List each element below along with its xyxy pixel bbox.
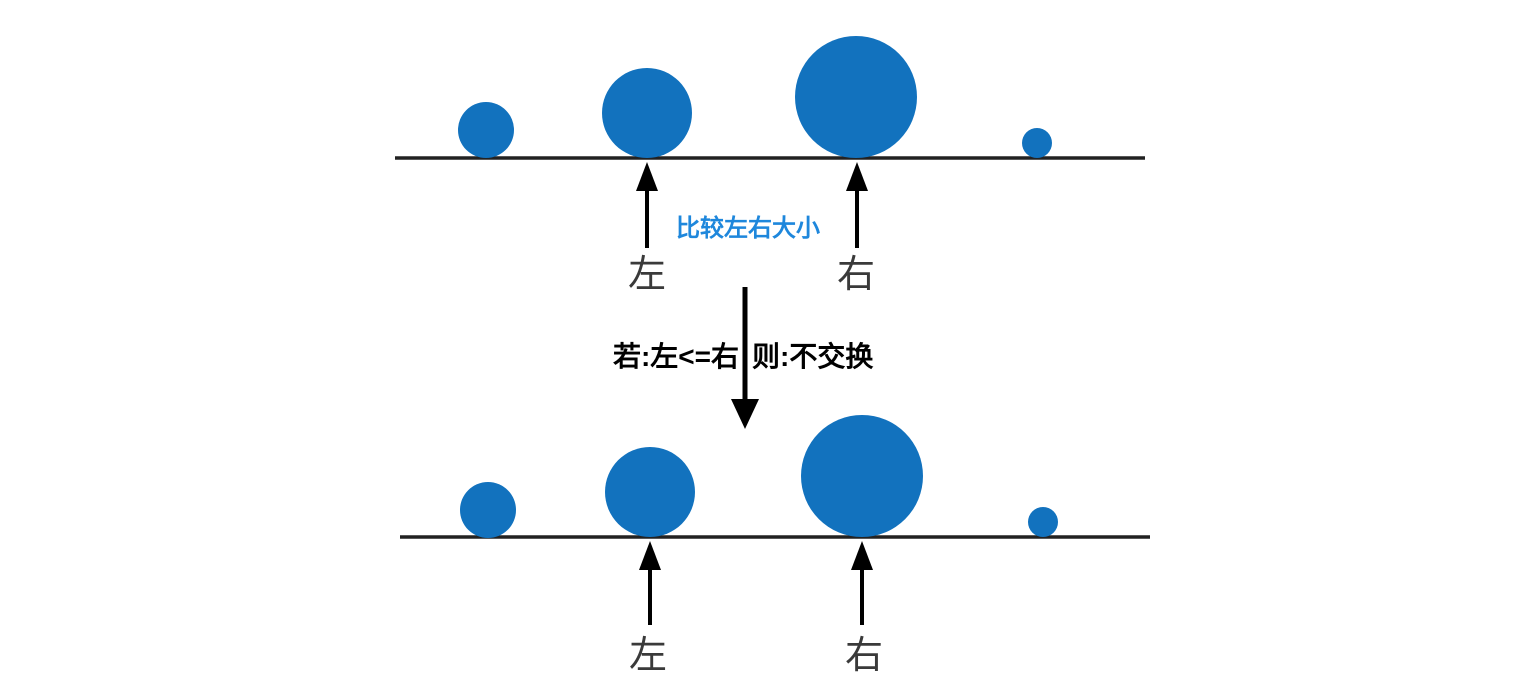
top-right-pointer-arrowhead-icon bbox=[846, 162, 868, 191]
transition: 若:左<=右 则:不交换 bbox=[613, 287, 874, 429]
top-bubble-left-compared bbox=[602, 68, 692, 158]
bottom-bubble-left-compared bbox=[605, 447, 695, 537]
top-row: 比较左右大小 左 右 bbox=[395, 36, 1145, 296]
bottom-left-pointer-label: 左 bbox=[629, 633, 667, 677]
bottom-row: 左 右 bbox=[400, 415, 1150, 677]
top-left-pointer-label: 左 bbox=[628, 252, 666, 296]
top-right-pointer-label: 右 bbox=[837, 252, 875, 296]
bottom-right-pointer-label: 右 bbox=[845, 633, 883, 677]
bottom-right-pointer-arrowhead-icon bbox=[851, 541, 873, 570]
top-bubble-small bbox=[458, 102, 514, 158]
top-bubble-right-compared bbox=[795, 36, 917, 158]
compare-annotation: 比较左右大小 bbox=[676, 214, 820, 242]
bottom-bubble-right-compared bbox=[801, 415, 923, 537]
top-bubble-tiny bbox=[1022, 128, 1052, 158]
condition-text-before-arrow: 若:左<=右 bbox=[613, 341, 739, 372]
transition-arrowhead-icon bbox=[731, 399, 759, 429]
bottom-bubble-small bbox=[460, 482, 516, 538]
bottom-bubble-tiny bbox=[1028, 507, 1058, 537]
condition-text-after-arrow: 则:不交换 bbox=[752, 340, 874, 372]
top-left-pointer-arrowhead-icon bbox=[636, 162, 658, 191]
bottom-left-pointer-arrowhead-icon bbox=[639, 541, 661, 570]
